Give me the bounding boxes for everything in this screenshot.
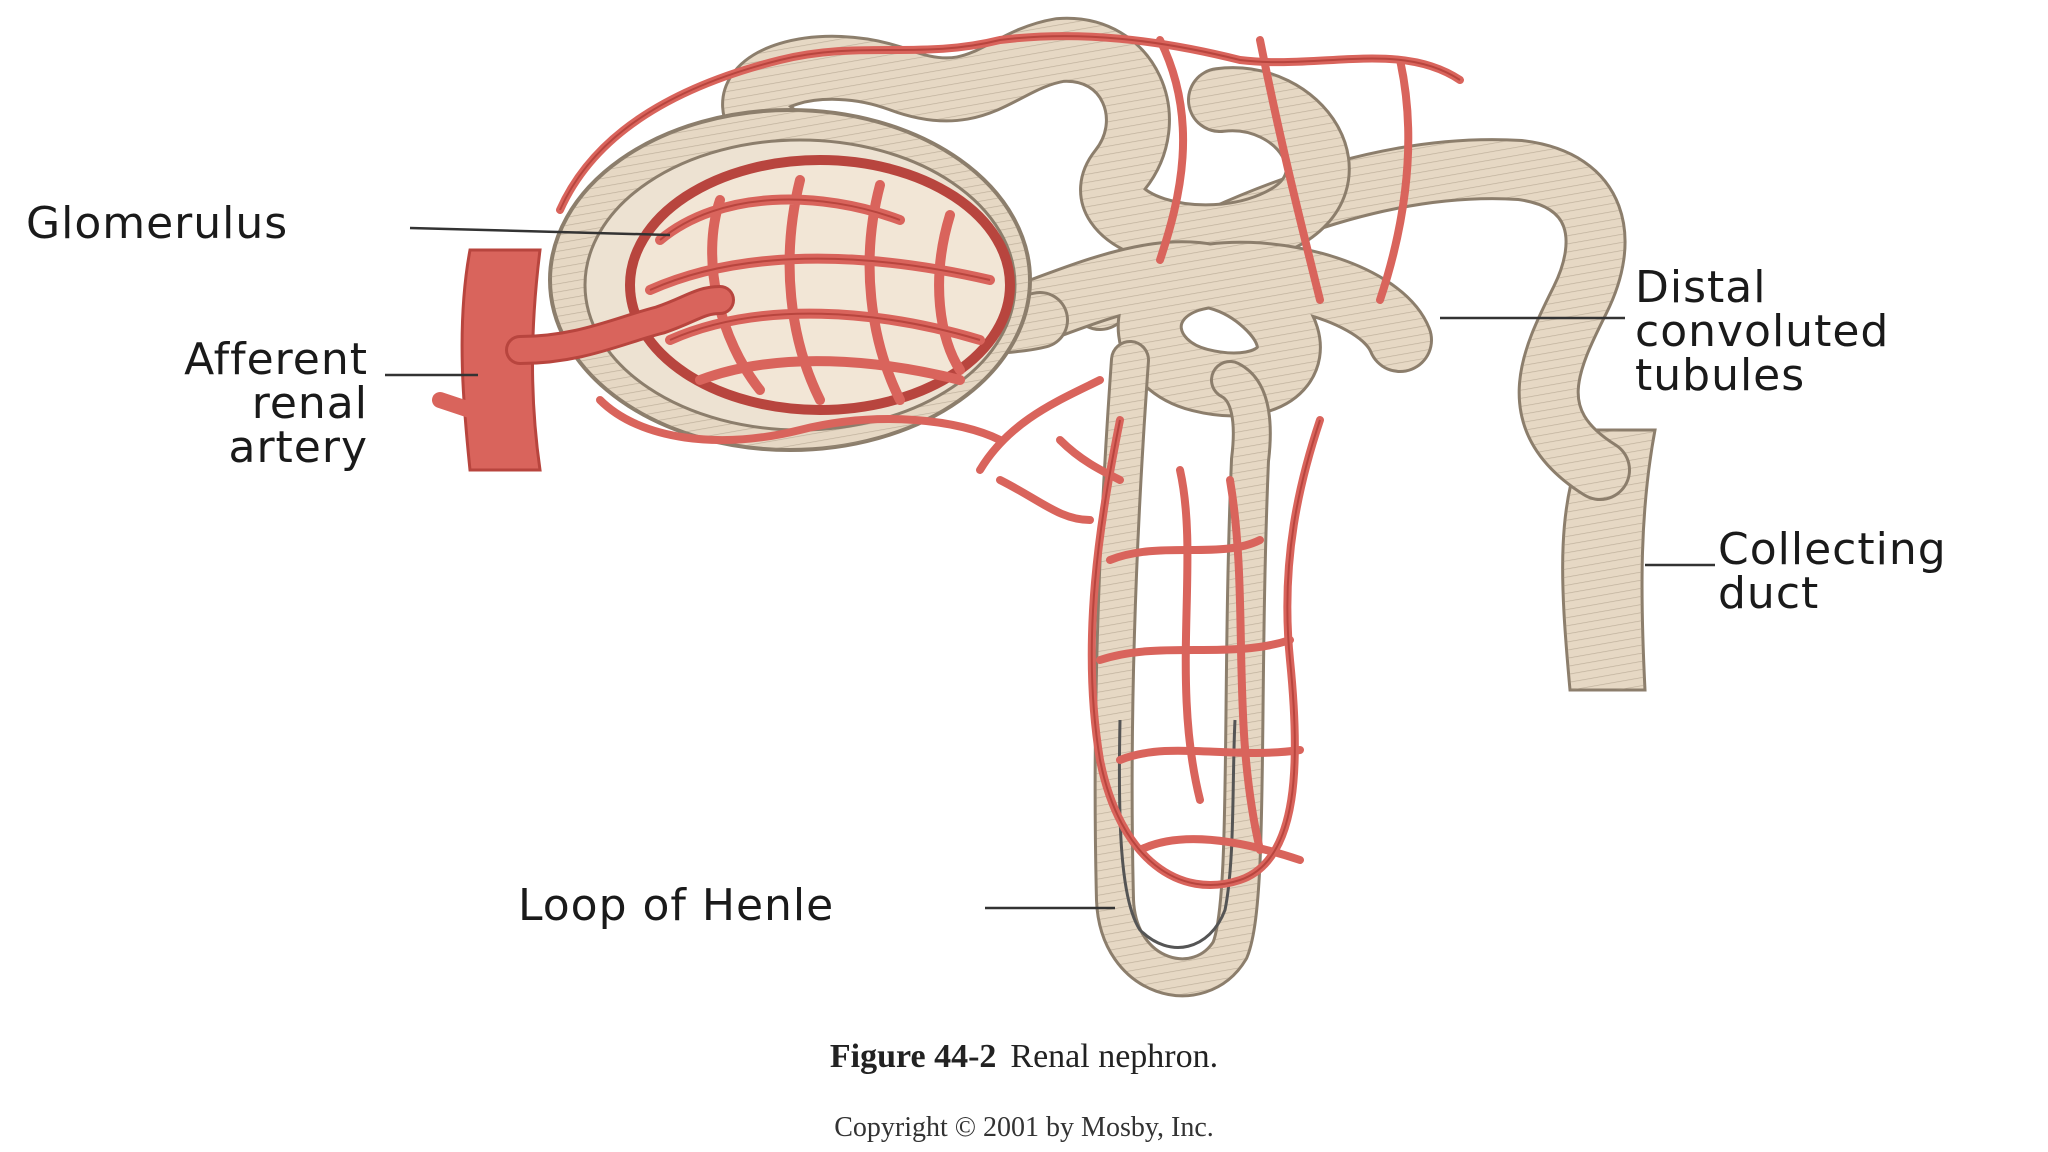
- label-afferent-line-1: Afferent: [184, 334, 368, 385]
- label-collecting-line-2: duct: [1718, 568, 1820, 619]
- figure-caption: Figure 44-2 Renal nephron.: [0, 1038, 2048, 1076]
- label-collecting-line-1: Collecting: [1718, 524, 1947, 575]
- label-distal-line-3: tubules: [1635, 350, 1806, 401]
- label-distal-line-2: convoluted: [1635, 306, 1890, 357]
- label-distal-convoluted-tubules: Distal convoluted tubules: [1635, 266, 1889, 398]
- glomerulus-tuft: [625, 155, 1015, 415]
- label-afferent-line-2: renal: [251, 378, 368, 429]
- loop-of-henle: [1093, 340, 1272, 998]
- copyright-notice: Copyright © 2001 by Mosby, Inc.: [834, 1112, 1214, 1143]
- leader-lines: [385, 226, 1715, 910]
- figure-title: Renal nephron.: [1010, 1038, 1219, 1075]
- capillary-highlights: [559, 35, 1461, 886]
- label-loop-of-henle: Loop of Henle: [518, 880, 835, 931]
- figure-number: Figure 44-2: [829, 1038, 997, 1075]
- label-afferent-renal-artery: Afferent renal artery: [60, 338, 368, 470]
- label-distal-line-1: Distal: [1635, 262, 1767, 313]
- afferent-renal-artery: [432, 248, 735, 472]
- leader-glomerulus: [409, 226, 671, 237]
- label-collecting-duct: Collecting duct: [1718, 528, 1947, 616]
- label-glomerulus: Glomerulus: [26, 198, 289, 249]
- label-afferent-line-3: artery: [228, 422, 368, 473]
